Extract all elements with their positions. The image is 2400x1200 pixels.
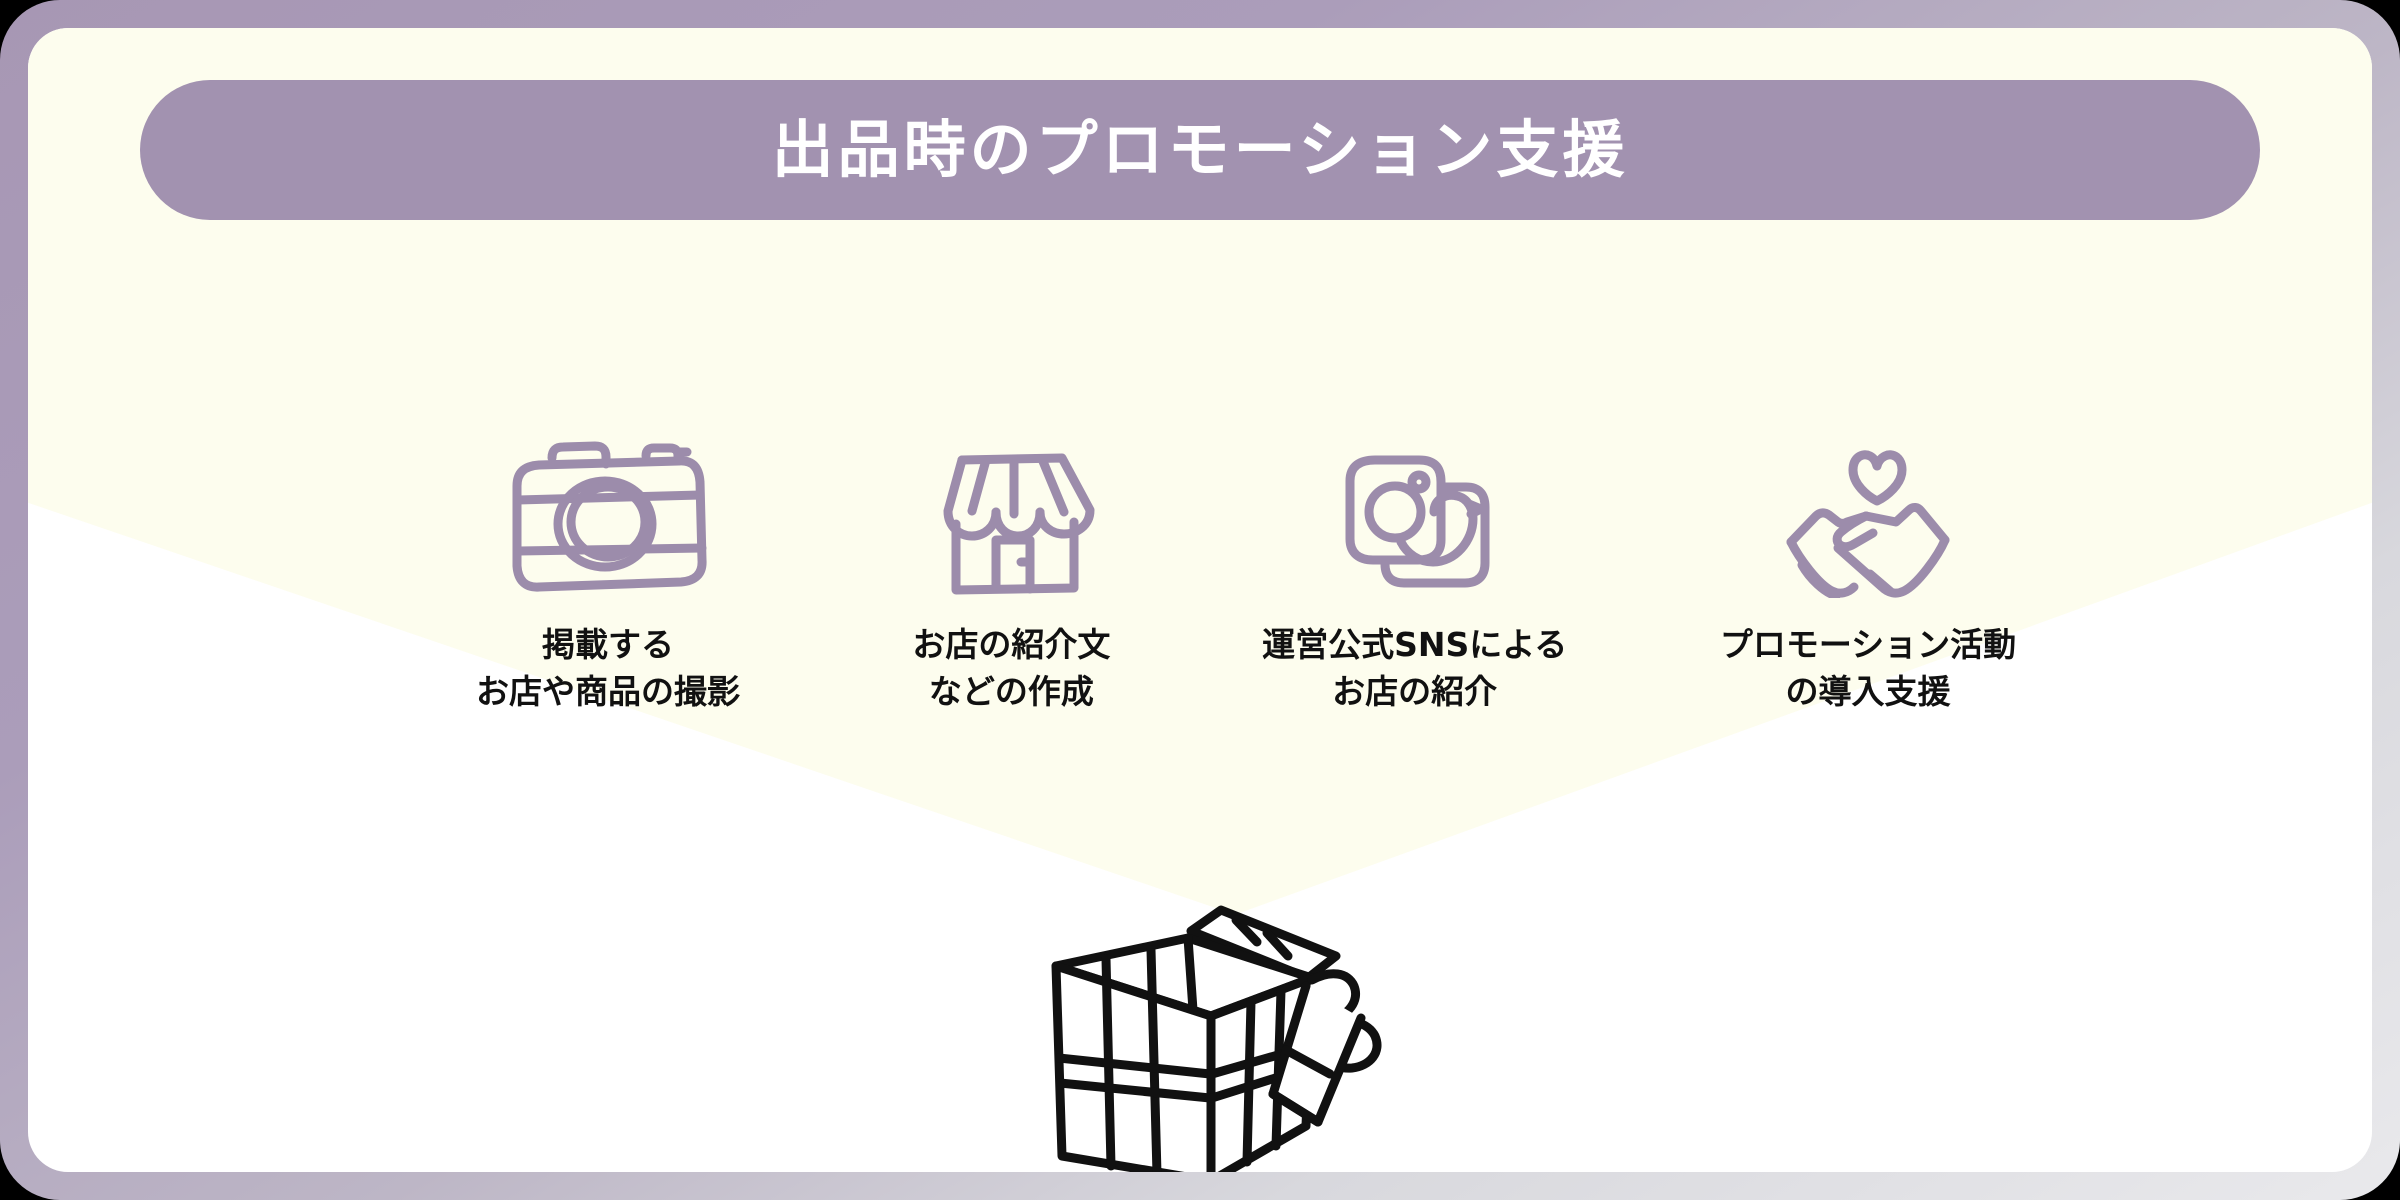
section-title-pill: 出品時のプロモーション支援 bbox=[140, 80, 2260, 220]
feature-item-official-sns: 運営公式SNSによる お店の紹介 bbox=[1215, 418, 1615, 716]
feature-item-photography: 掲載する お店や商品の撮影 bbox=[408, 418, 808, 716]
feature-label-official-sns: 運営公式SNSによる お店の紹介 bbox=[1262, 625, 1568, 711]
page-title: 出品時のプロモーション支援 bbox=[771, 113, 1629, 186]
feature-item-promotion-support: プロモーション活動 の導入支援 bbox=[1668, 418, 2068, 716]
feature-label-shop-description: お店の紹介文 などの作成 bbox=[912, 625, 1111, 711]
sns-camera-bird-icon bbox=[1327, 418, 1502, 598]
feature-item-shop-description: お店の紹介文 などの作成 bbox=[861, 418, 1161, 716]
camera-icon bbox=[503, 418, 713, 598]
storefront-icon bbox=[924, 418, 1099, 598]
handshake-heart-icon bbox=[1778, 418, 1958, 598]
feature-list: 掲載する お店や商品の撮影 bbox=[408, 418, 2068, 716]
feature-label-photography: 掲載する お店や商品の撮影 bbox=[476, 625, 740, 711]
gift-box-icon bbox=[1018, 898, 1438, 1172]
promo-card-inner: 出品時のプロモーション支援 bbox=[28, 28, 2372, 1172]
feature-label-promotion-support: プロモーション活動 の導入支援 bbox=[1719, 625, 2017, 711]
